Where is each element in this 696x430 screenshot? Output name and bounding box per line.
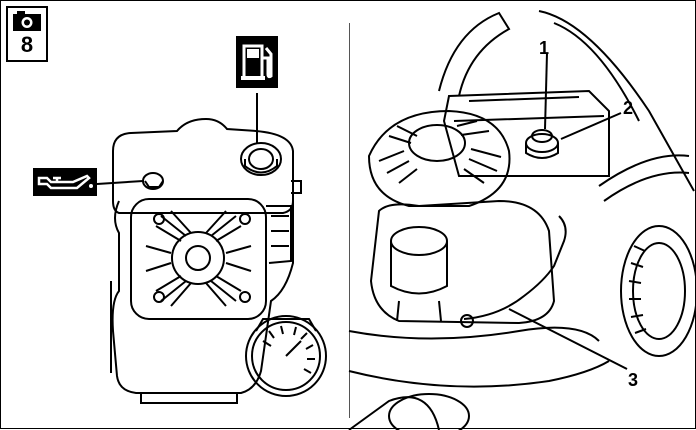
engine-side-view <box>96 93 327 404</box>
mower-engine-view <box>348 10 696 430</box>
step-badge: 8 <box>6 6 48 62</box>
camera-icon <box>13 11 41 31</box>
step-number: 8 <box>20 32 34 57</box>
callout-3: 3 <box>628 370 639 390</box>
oil-can-icon <box>33 168 97 196</box>
fuel-pump-icon <box>236 36 278 88</box>
panel-divider <box>349 23 350 418</box>
callout-1: 1 <box>539 38 550 58</box>
callout-2: 2 <box>623 98 634 118</box>
